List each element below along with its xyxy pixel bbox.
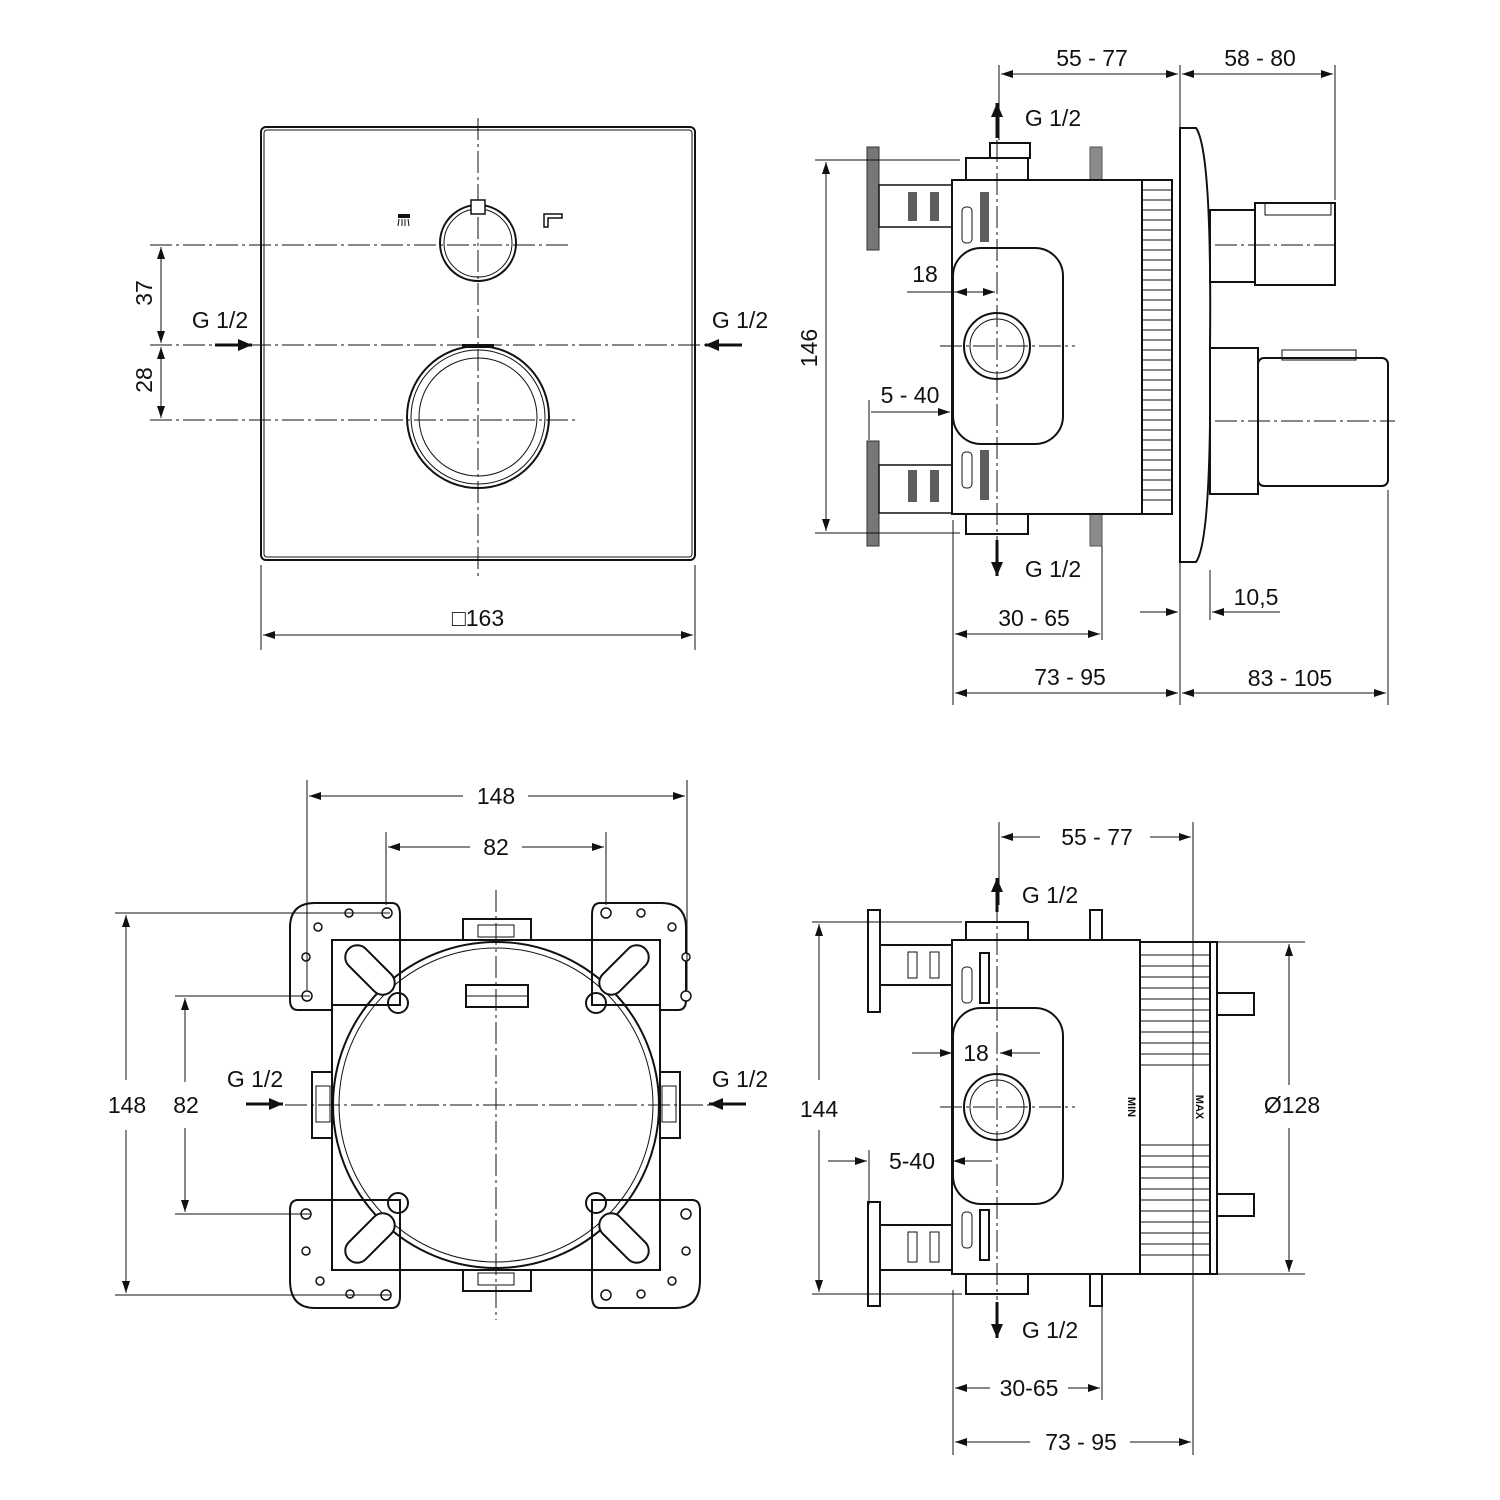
dim-148-v-label: 148 <box>108 1092 146 1118</box>
slot <box>980 192 989 242</box>
frame-hole <box>387 1192 409 1214</box>
dim-d128-label: Ø128 <box>1264 1092 1320 1118</box>
dim-73-95-label: 73 - 95 <box>1034 664 1106 690</box>
outlet-top-label: G 1/2 <box>1025 105 1081 131</box>
slot <box>980 450 989 500</box>
diverter-stem <box>1209 209 1256 283</box>
dim-55-77-label: 55 - 77 <box>1056 45 1128 71</box>
dim-28-label: 28 <box>131 367 157 393</box>
thermostat-knob-ring <box>410 349 546 485</box>
max-mark: MAX <box>1193 1095 1205 1120</box>
pipe-slot <box>908 470 917 502</box>
flange <box>867 1201 881 1307</box>
thermostat-indicator <box>462 344 494 348</box>
dim-10-5-label: 10,5 <box>1234 584 1279 610</box>
slot <box>961 206 973 244</box>
pipe-slot <box>907 1231 918 1263</box>
dim-148-h-label: 148 <box>477 783 515 809</box>
inlet-pocket <box>952 1007 1064 1205</box>
stem-bottom <box>1216 1193 1255 1217</box>
dim-144-label: 144 <box>800 1096 839 1122</box>
spout-icon <box>543 213 563 228</box>
pipe-slot <box>907 951 918 979</box>
mounting-slot <box>598 1212 650 1264</box>
dim-73-95-label: 73 - 95 <box>1045 1429 1117 1455</box>
dim-18-label: 18 <box>963 1040 989 1066</box>
frame-hole <box>387 992 409 1014</box>
slot <box>961 1211 973 1249</box>
pipe-slot <box>929 1231 940 1263</box>
dim-5-40-label: 5 - 40 <box>881 382 940 408</box>
sleeve-threads <box>1142 189 1172 501</box>
inlet-right-label: G 1/2 <box>712 1066 768 1092</box>
dim-146-label: 146 <box>796 329 822 367</box>
sleeve-cap <box>1209 941 1218 1275</box>
flange-left-top <box>866 146 880 251</box>
sleeve-threads <box>1140 954 1210 1256</box>
dim-5-40-label: 5-40 <box>889 1148 935 1174</box>
flange-left-bottom <box>866 440 880 547</box>
pipe-slot <box>929 951 940 979</box>
plan-view: G 1/2 G 1/2 148 82 148 82 <box>108 780 768 1320</box>
slot <box>961 451 973 489</box>
mounting-slot <box>344 944 396 996</box>
dim-55-77-label: 55 - 77 <box>1061 824 1133 850</box>
knob-detail <box>1264 202 1332 216</box>
pipe-slot <box>930 192 939 221</box>
dim-18-label: 18 <box>912 261 938 287</box>
dim-58-80-label: 58 - 80 <box>1224 45 1296 71</box>
dim-30-65-label: 30-65 <box>1000 1375 1059 1401</box>
tab-detail <box>661 1085 677 1123</box>
front-view: 37 28 G 1/2 G 1/2 □163 <box>131 118 768 650</box>
tab-detail <box>315 1085 331 1123</box>
outlet-bottom-label: G 1/2 <box>1022 1317 1078 1343</box>
inlet-left-label: G 1/2 <box>192 307 248 333</box>
stem-top <box>1216 992 1255 1016</box>
dim-163-label: □163 <box>452 605 504 631</box>
min-mark: MIN <box>1125 1097 1137 1117</box>
outlet-top-label: G 1/2 <box>1022 882 1078 908</box>
mounting-slot <box>344 1212 396 1264</box>
slot <box>961 966 973 1004</box>
outlet-bottom-label: G 1/2 <box>1025 556 1081 582</box>
dim-82-h-label: 82 <box>483 834 509 860</box>
dim-30-65-label: 30 - 65 <box>998 605 1070 631</box>
pipe-slot <box>930 470 939 502</box>
frame-hole <box>585 1192 607 1214</box>
slot <box>979 1209 990 1261</box>
shower-icon <box>397 214 410 227</box>
thermostat-knob-side <box>1257 357 1389 487</box>
body-side-view: MIN MAX G 1/2 G 1/2 55 - 77 144 18 5-40 <box>800 822 1320 1455</box>
pipe-slot <box>908 192 917 221</box>
flange <box>867 909 881 1013</box>
diverter-knob-side <box>1254 202 1336 286</box>
dim-83-105-label: 83 - 105 <box>1248 665 1332 691</box>
slot <box>979 952 990 1004</box>
top-cap <box>989 142 1031 159</box>
frame-hole <box>585 992 607 1014</box>
diverter-indicator <box>470 199 486 215</box>
side-view: G 1/2 G 1/2 55 - 77 58 - 80 146 18 5 - 4… <box>796 45 1395 705</box>
cover-plate-side <box>1179 127 1212 563</box>
dim-37-label: 37 <box>131 280 157 306</box>
inlet-right-label: G 1/2 <box>712 307 768 333</box>
dim-82-v-label: 82 <box>173 1092 199 1118</box>
inlet-left-label: G 1/2 <box>227 1066 283 1092</box>
bracket-top-right <box>591 902 687 1011</box>
threaded-sleeve <box>1141 179 1173 515</box>
knob-detail <box>1281 349 1357 361</box>
mounting-slot <box>598 944 650 996</box>
thermostat-knob-inner <box>418 357 538 477</box>
